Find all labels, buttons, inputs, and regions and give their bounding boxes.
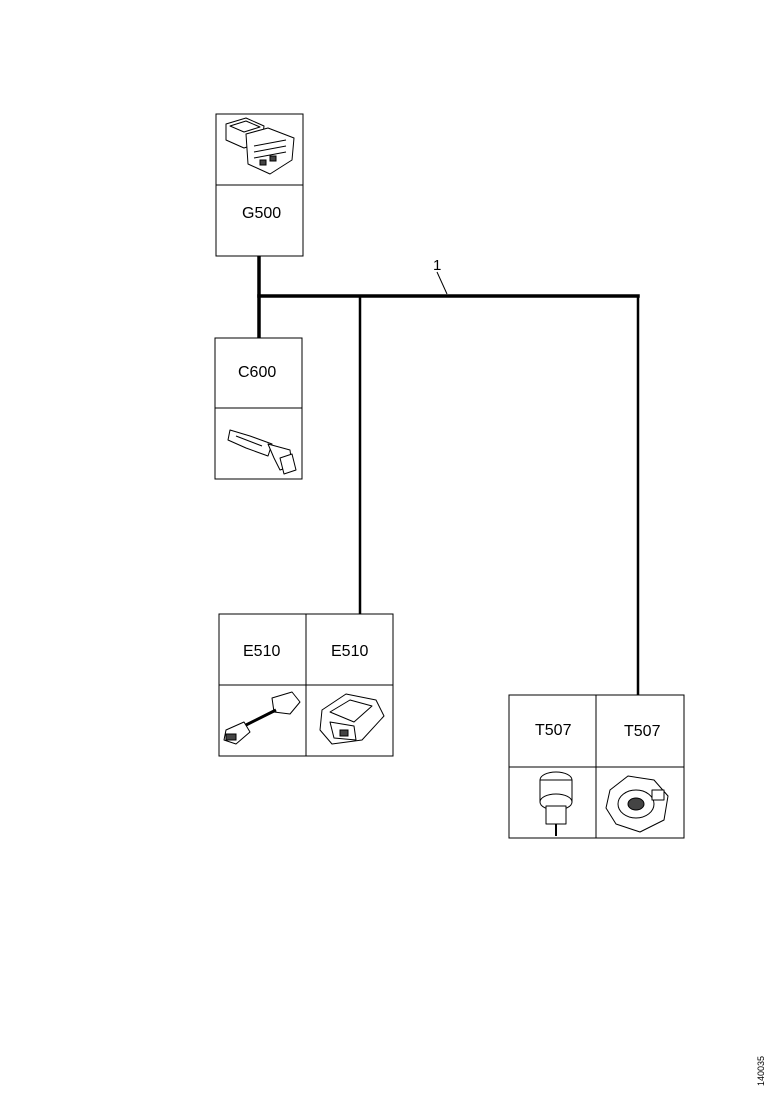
wire-callout-label: 1 (433, 257, 441, 274)
connector-housing-icon (319, 693, 385, 745)
pressure-sensor-icon (539, 771, 573, 836)
connector-g500: G500 (215, 113, 304, 257)
t507-label-a: T507 (535, 722, 572, 739)
wire-harness: 1 (257, 254, 640, 695)
connector-e510: E510 E510 (218, 613, 394, 757)
terminal-clip-icon (227, 429, 297, 475)
g500-label: G500 (242, 205, 281, 222)
cable-sensor-icon (223, 691, 301, 745)
reference-number: 140035 (756, 1056, 766, 1086)
e510-label-b: E510 (331, 643, 368, 660)
t507-label-b: T507 (624, 723, 661, 740)
round-connector-icon (605, 775, 669, 833)
connector-c600: C600 (214, 337, 303, 480)
c600-label: C600 (238, 364, 276, 381)
multi-pin-connector-icon (225, 117, 295, 175)
e510-label-a: E510 (243, 643, 280, 660)
connector-t507: T507 T507 (508, 694, 685, 839)
callout-leader (436, 271, 448, 295)
